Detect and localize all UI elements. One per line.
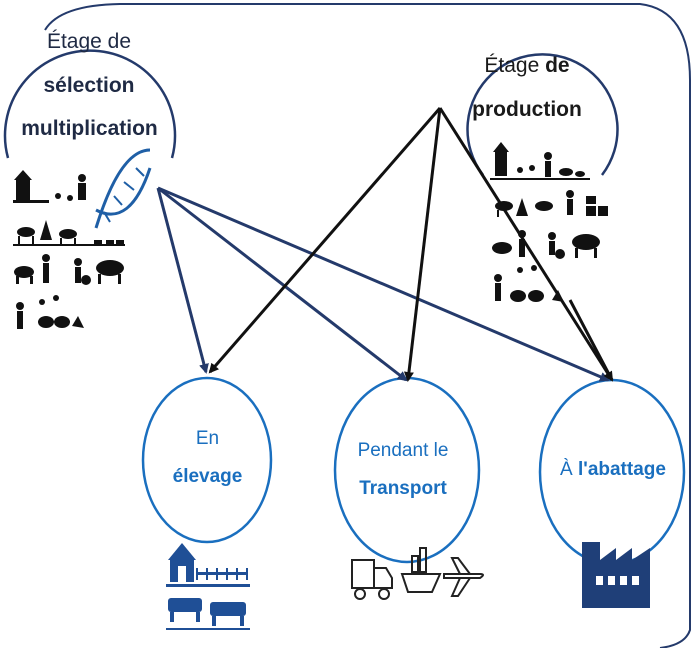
elevage-label-line2: élevage <box>172 466 243 487</box>
airplane-icon <box>443 557 484 597</box>
factory-icon <box>582 542 650 608</box>
cows-icon <box>166 598 250 630</box>
arrow-production-to-abattage <box>438 107 614 382</box>
farm-animals-icon <box>13 170 125 329</box>
elevage-circle <box>141 376 273 544</box>
barn-icon <box>166 543 250 587</box>
production-stage-line2: production <box>472 98 582 121</box>
abattage-bold: l'abattage <box>578 459 666 480</box>
transport-label-line1: Pendant le <box>357 440 449 461</box>
arrow-production-to-transport <box>403 107 442 382</box>
transport-label-line2: Transport <box>359 478 447 499</box>
livestock-icon <box>490 142 608 302</box>
dna-icon <box>94 148 152 229</box>
production-stage-word: Étage <box>484 54 540 77</box>
arrow-production-to-elevage <box>208 107 442 374</box>
production-stage-line1: Étage de <box>462 54 592 78</box>
outer-frame <box>44 3 691 648</box>
production-circle <box>466 53 619 176</box>
selection-stage-line1: Étage de <box>46 30 132 53</box>
abattage-label: À l'abattage <box>548 459 678 481</box>
selection-circle <box>3 49 177 159</box>
arrow-selection-to-abattage <box>157 186 610 382</box>
abattage-prefix: À <box>560 459 573 480</box>
elevage-label-line1: En <box>195 428 220 449</box>
truck-icon <box>351 559 393 600</box>
selection-stage-line2: sélection <box>43 74 135 97</box>
arrow-selection-to-elevage <box>156 187 209 374</box>
arrow-selection-to-transport <box>157 186 408 382</box>
production-stage-de: de <box>545 54 570 77</box>
selection-stage-line3: multiplication <box>21 117 158 140</box>
arrow-production-cluster-to-abattage <box>568 299 614 381</box>
transport-circle <box>333 376 481 564</box>
ship-icon <box>400 547 442 593</box>
